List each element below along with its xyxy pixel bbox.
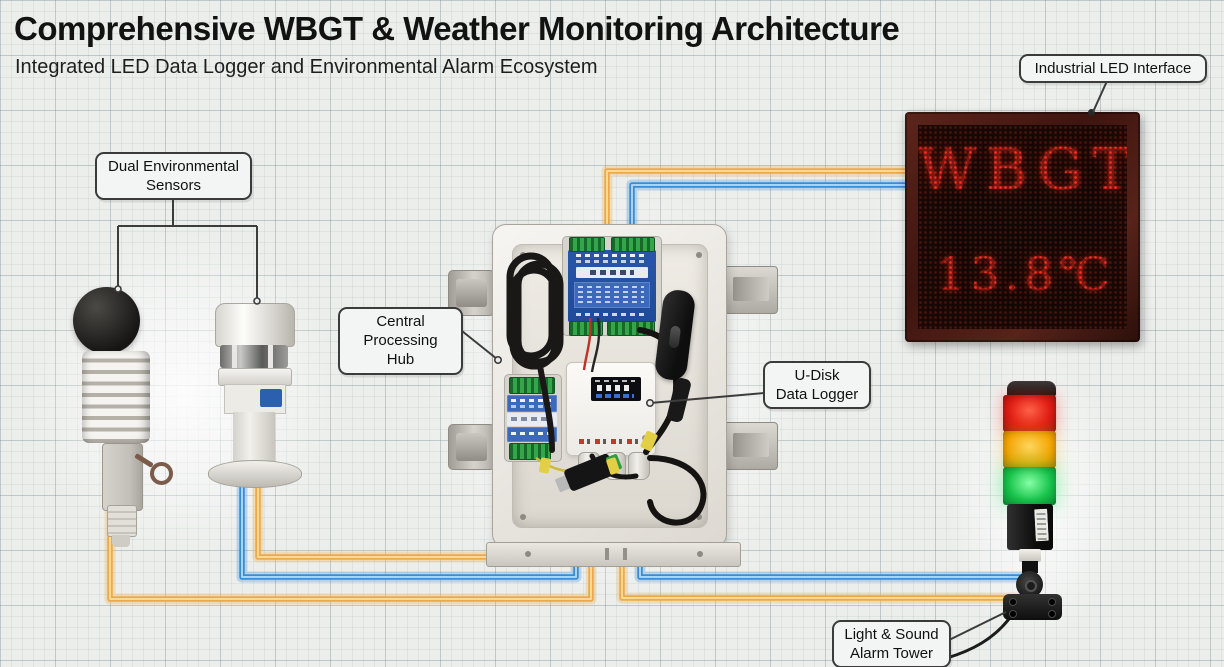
callout-line: Dual Environmental [108,158,239,175]
callout-central-hub: Central Processing Hub [338,307,463,375]
callout-line: Central [376,313,425,330]
callout-line: Industrial LED Interface [1034,60,1192,77]
callout-line: U-Disk [794,367,840,384]
callout-line: Light & Sound [844,626,939,643]
dual-sensors-fork [114,199,261,305]
callout-line: Data Logger [775,386,859,404]
central-hub-pointer [461,330,502,364]
callout-led-interface: Industrial LED Interface [1019,54,1207,84]
callout-alarm-tower: Light & Sound Alarm Tower [832,620,951,667]
tower-pointer [946,611,1007,642]
callout-dual-sensors: Dual Environmental Sensors [95,152,252,201]
callout-udisk-logger: U-Disk Data Logger [763,361,871,410]
led-pointer [1092,80,1108,113]
page-title: Comprehensive WBGT & Weather Monitoring … [14,10,900,47]
callout-line: Processing Hub [363,332,438,369]
page-subtitle: Integrated LED Data Logger and Environme… [15,56,598,78]
udisk-pointer [645,392,765,407]
callout-line: Sensors [145,177,202,195]
callout-line: Alarm Tower [849,645,934,663]
